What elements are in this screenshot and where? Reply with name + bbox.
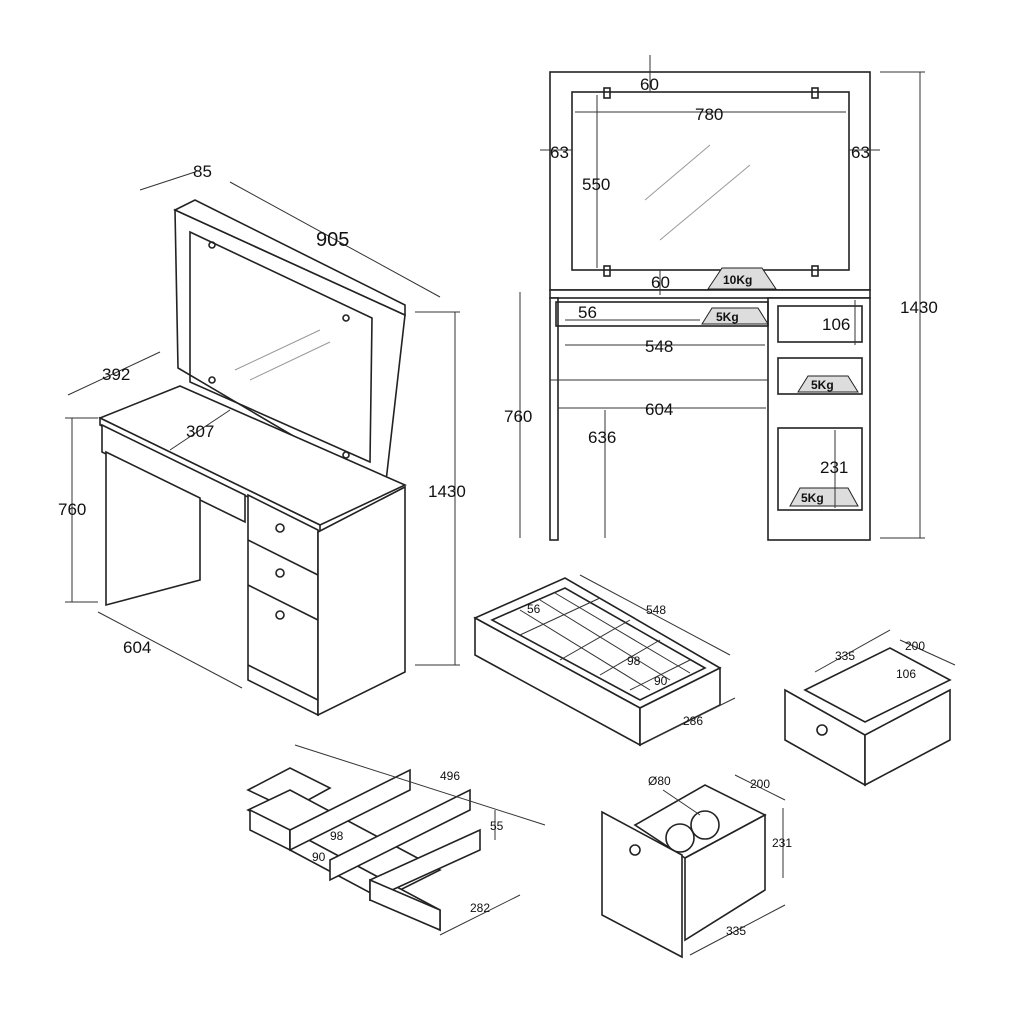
dim-cell-b: 90 (312, 850, 326, 864)
desk-top (549, 289, 871, 299)
dim-length: 335 (835, 649, 855, 663)
dim-mirror-top-margin: 60 (640, 75, 659, 94)
dim-desk-width: 604 (123, 638, 151, 657)
apron-drawer (101, 423, 246, 524)
dim-mirror-width: 780 (695, 105, 723, 124)
dim-depth: 392 (102, 365, 130, 384)
dim-cell-a: 98 (330, 829, 344, 843)
mid-drawer-load-label: 5Kg (811, 378, 834, 392)
bottom-load-label: 5Kg (801, 491, 824, 505)
drawer-load-label: 5Kg (716, 310, 739, 324)
front-view: 60 780 63 63 550 60 10Kg 56 5Kg 106 548 … (504, 55, 938, 541)
mirror-frame (549, 71, 871, 291)
dim-width: 286 (683, 714, 703, 728)
left-leg (105, 450, 201, 607)
left-leg (549, 297, 559, 541)
dim-cell-depth: 56 (527, 602, 541, 616)
grid-insert: 496 55 98 90 282 (246, 744, 546, 936)
drawer-cabinet-side (317, 485, 406, 717)
dim-drawer-depth: 56 (578, 303, 597, 322)
dim-cell-a: 98 (627, 654, 641, 668)
dim-height: 55 (490, 819, 504, 833)
dim-drawer-inner: 307 (186, 422, 214, 441)
dim-hole-diameter: Ø80 (648, 774, 671, 788)
dim-depth: 200 (905, 639, 925, 653)
dim-total-height: 1430 (428, 482, 466, 501)
dim-small-drawer-height: 106 (822, 315, 850, 334)
dim-cabinet-height: 231 (820, 458, 848, 477)
dim-height: 231 (772, 836, 792, 850)
dim-side-margin-right: 63 (851, 143, 870, 162)
dim-length: 335 (726, 924, 746, 938)
dim-height: 106 (896, 667, 916, 681)
organizer-drawer: 56 548 98 90 286 (473, 574, 736, 747)
dim-desk-height: 760 (504, 407, 532, 426)
dim-depth: 200 (750, 777, 770, 791)
dim-width: 282 (470, 901, 490, 915)
dim-length: 496 (440, 769, 460, 783)
mirror-glass (571, 91, 850, 271)
mirror-load-label: 10Kg (723, 273, 752, 287)
cabinet-drawer: Ø80 200 231 335 (601, 774, 792, 959)
dim-mirror-bottom-margin: 60 (651, 273, 670, 292)
dim-knee-height: 636 (588, 428, 616, 447)
small-drawer: 335 200 106 (784, 629, 956, 787)
dim-cell-b: 90 (654, 674, 668, 688)
dim-width: 905 (316, 229, 349, 251)
dim-drawer-width: 548 (645, 337, 673, 356)
dim-total-height: 1430 (900, 298, 938, 317)
dim-depth-top: 85 (193, 162, 212, 181)
dim-side-margin-left: 63 (550, 143, 569, 162)
dim-desk-height: 760 (58, 500, 86, 519)
dim-length: 548 (646, 603, 666, 617)
top-drawer (555, 301, 769, 327)
isometric-vanity: 85 905 392 307 760 1430 604 (58, 162, 466, 717)
mirror-glass (189, 230, 373, 464)
dim-mirror-height: 550 (582, 175, 610, 194)
dim-knee-width: 604 (645, 400, 673, 419)
